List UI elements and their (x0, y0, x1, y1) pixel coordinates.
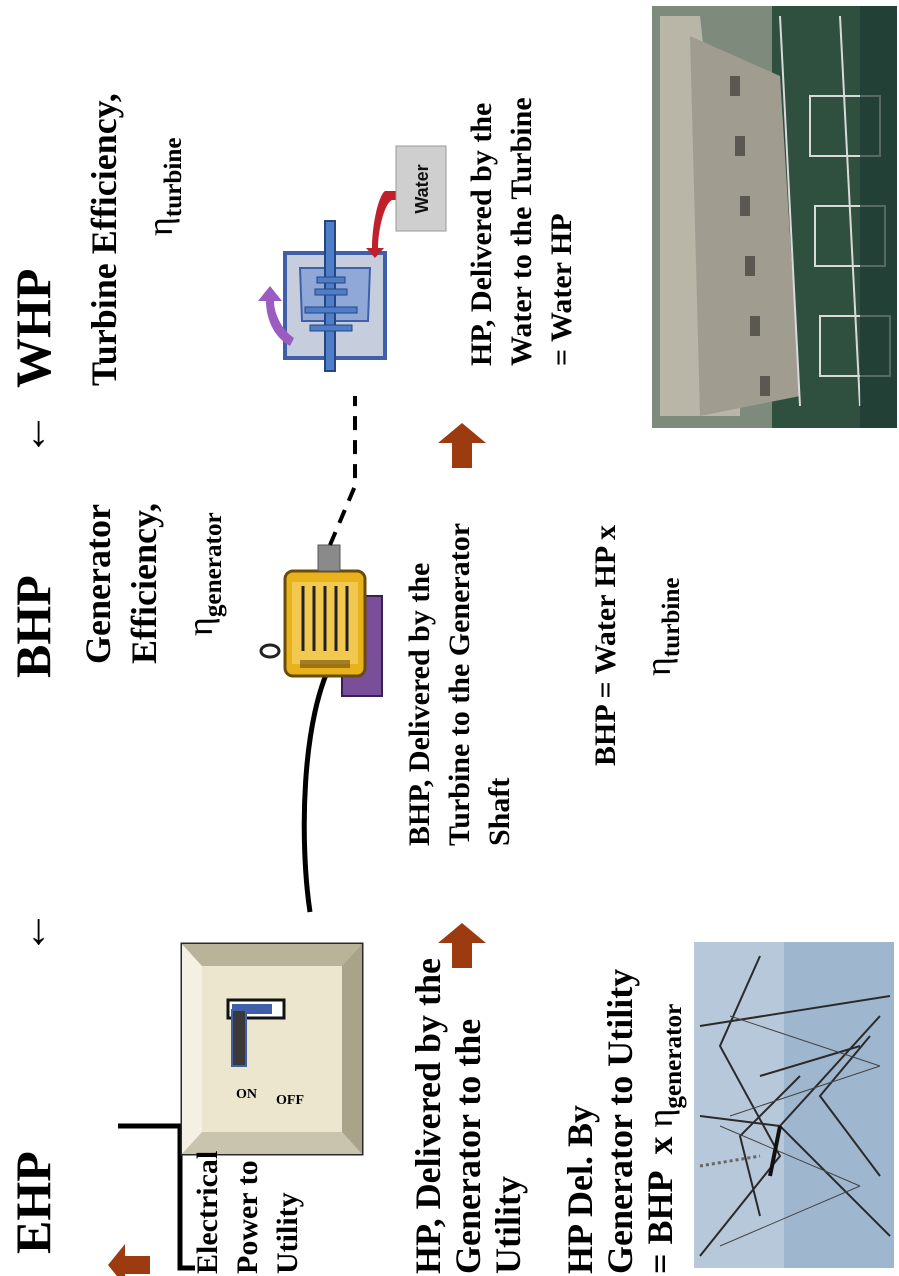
label-line: HP, Delivered by the (408, 958, 448, 1274)
water-inlet-arrow-icon (366, 191, 400, 258)
bhp-formula-eta: ηturbine (638, 577, 692, 676)
output-down-arrow-icon (108, 1244, 150, 1276)
turbine-icon: Water (258, 146, 446, 371)
label-line: Shaft (480, 523, 520, 846)
ehp-formula: HP Del. By Generator to Utility = BHP x … (560, 969, 694, 1274)
switch-off-label: OFF (276, 1093, 304, 1108)
eta-subscript: generator (660, 1004, 687, 1109)
label-line: Power to (228, 1151, 268, 1274)
label-line: Generator to the (448, 958, 488, 1274)
label-line: Water to the Turbine (502, 97, 542, 366)
switch-on-label: ON (236, 1087, 257, 1102)
switch-box: ON OFF (182, 944, 362, 1154)
water-label: Water (412, 164, 432, 213)
label-line: Utility (488, 958, 528, 1274)
power-plant-photo (652, 6, 897, 428)
bhp-delivered-label: BHP, Delivered by the Turbine to the Gen… (400, 523, 520, 846)
formula-prefix: = BHP x (640, 1127, 680, 1274)
label-line: Generator to Utility (600, 969, 640, 1274)
eta-symbol: η (640, 1109, 680, 1128)
generator-shaft-dashed (330, 396, 355, 545)
label-line: = Water HP (542, 97, 582, 366)
formula-line: = BHP x ηgenerator (640, 969, 694, 1274)
label-line: Electrical (188, 1151, 228, 1274)
label-line: Utility (268, 1151, 308, 1274)
label-line: BHP, Delivered by the (400, 523, 440, 846)
generator-cable (304, 656, 335, 912)
bhp-formula: BHP = Water HP x (586, 525, 626, 766)
generator-icon (261, 545, 382, 696)
label-line: HP Del. By (560, 969, 600, 1274)
whp-delivered-label: HP, Delivered by the Water to the Turbin… (462, 97, 582, 366)
transmission-tower-photo (694, 942, 894, 1268)
electrical-power-label: Electrical Power to Utility (188, 1151, 308, 1274)
eta-symbol: η (638, 657, 678, 676)
eta-subscript: turbine (658, 577, 685, 657)
flow-arrow-bhp-icon (438, 423, 486, 468)
label-line: Turbine to the Generator (440, 523, 480, 846)
label-line: HP, Delivered by the (462, 97, 502, 366)
ehp-delivered-label: HP, Delivered by the Generator to the Ut… (408, 958, 528, 1274)
